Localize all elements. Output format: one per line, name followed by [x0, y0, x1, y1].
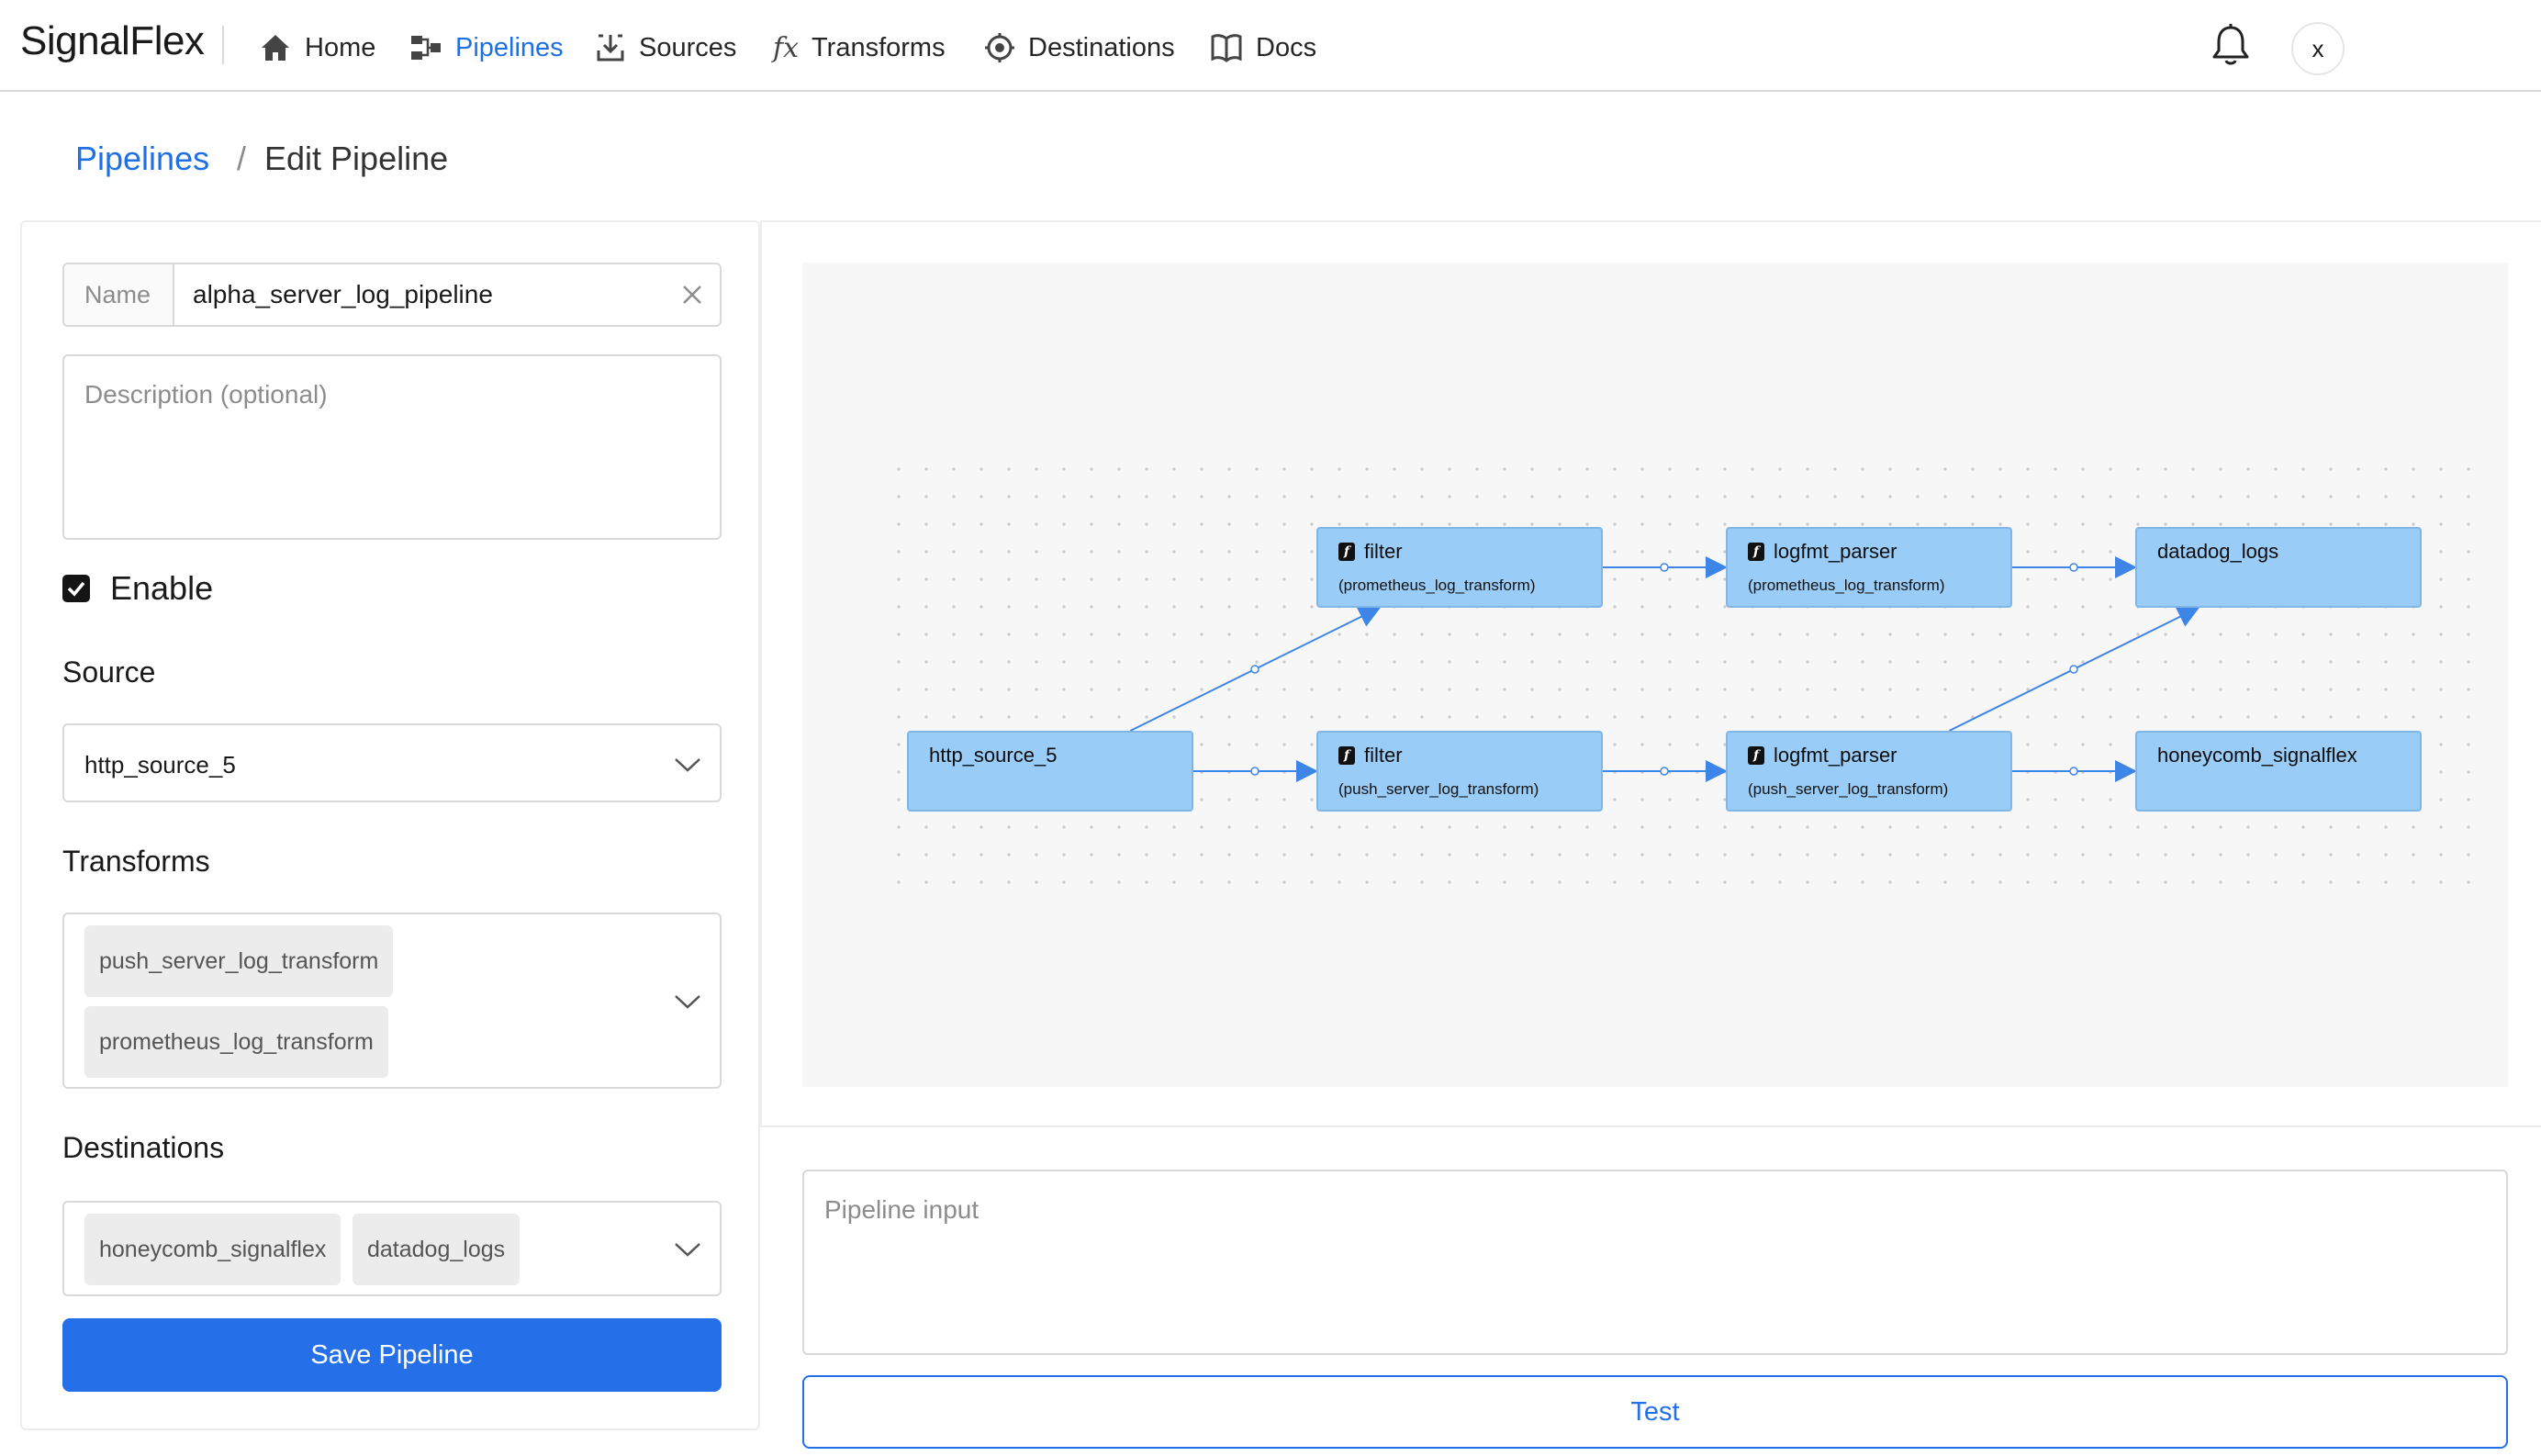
description-input[interactable]: [62, 354, 722, 540]
graph-node-logfmt-push[interactable]: f logfmt_parser (push_server_log_transfor…: [1726, 731, 2012, 812]
graph-edge-handle[interactable]: [1660, 767, 1669, 776]
bell-icon[interactable]: [2209, 22, 2253, 68]
breadcrumb-separator: /: [237, 140, 247, 177]
docs-icon: [1211, 34, 1242, 62]
nav-sources[interactable]: Sources: [595, 26, 736, 70]
graph-node-datadog-logs[interactable]: datadog_logs: [2135, 527, 2422, 608]
breadcrumb-current: Edit Pipeline: [264, 140, 449, 177]
top-nav-bar: SignalFlex Home Pipelines Sources fx Tra…: [0, 0, 2541, 92]
graph-node-source[interactable]: http_source_5: [907, 731, 1193, 812]
pipeline-input[interactable]: [802, 1170, 2508, 1355]
function-icon: f: [1748, 746, 1764, 765]
nav-pipelines[interactable]: Pipelines: [409, 26, 564, 70]
name-label: Name: [64, 264, 174, 325]
save-pipeline-button[interactable]: Save Pipeline: [62, 1318, 722, 1392]
transform-tag[interactable]: push_server_log_transform: [84, 925, 394, 997]
graph-node-honeycomb-signalflex[interactable]: honeycomb_signalflex: [2135, 731, 2422, 812]
graph-edge-handle[interactable]: [2069, 767, 2078, 776]
graph-node-logfmt-prometheus[interactable]: f logfmt_parser (prometheus_log_transform…: [1726, 527, 2012, 608]
node-title: logfmt_parser: [1774, 744, 1897, 767]
chevron-down-icon: [675, 995, 700, 1009]
graph-edges: [896, 455, 2493, 887]
destinations-label: Destinations: [62, 1131, 225, 1164]
graph-edge-handle[interactable]: [2069, 563, 2078, 572]
node-subtitle: (prometheus_log_transform): [1748, 577, 1945, 594]
destination-tag[interactable]: honeycomb_signalflex: [84, 1214, 341, 1285]
graph-edge-handle[interactable]: [2069, 665, 2078, 674]
nav-transforms[interactable]: fx Transforms: [773, 26, 946, 70]
node-title: datadog_logs: [2157, 540, 2279, 563]
function-icon: f: [1338, 746, 1355, 765]
node-title: filter: [1364, 744, 1403, 767]
test-button[interactable]: Test: [802, 1375, 2508, 1449]
avatar[interactable]: x: [2291, 22, 2345, 75]
home-icon: [262, 35, 289, 61]
source-select-value: http_source_5: [84, 751, 236, 778]
source-label: Source: [62, 655, 156, 689]
clear-icon[interactable]: [665, 264, 720, 325]
chevron-down-icon: [675, 758, 700, 772]
graph-edge-handle[interactable]: [1250, 665, 1259, 674]
destinations-icon: [985, 33, 1014, 62]
brand-logo[interactable]: SignalFlex: [20, 18, 205, 63]
name-field: Name: [62, 263, 722, 327]
nav-transforms-label: Transforms: [812, 32, 946, 62]
transforms-icon: fx: [773, 31, 800, 64]
transforms-select[interactable]: push_server_log_transform prometheus_log…: [62, 913, 722, 1089]
chevron-down-icon: [675, 1243, 700, 1257]
destinations-select[interactable]: honeycomb_signalflex datadog_logs: [62, 1201, 722, 1296]
nav-docs-label: Docs: [1256, 32, 1317, 62]
name-input[interactable]: [174, 264, 665, 325]
node-title: honeycomb_signalflex: [2157, 744, 2357, 767]
function-icon: f: [1338, 543, 1355, 561]
nav-home-label: Home: [305, 32, 376, 62]
nav-destinations[interactable]: Destinations: [984, 26, 1175, 70]
graph-edge-handle[interactable]: [1660, 563, 1669, 572]
nav-home[interactable]: Home: [259, 26, 375, 70]
pipeline-form-panel: Name Enable Source http_source_5 Transfo…: [20, 220, 760, 1430]
nav-docs[interactable]: Docs: [1210, 26, 1316, 70]
source-select[interactable]: http_source_5: [62, 723, 722, 802]
brand-divider: [222, 26, 224, 64]
node-title: filter: [1364, 540, 1403, 563]
destination-tag[interactable]: datadog_logs: [353, 1214, 521, 1285]
node-title: logfmt_parser: [1774, 540, 1897, 563]
transform-tag[interactable]: prometheus_log_transform: [84, 1006, 388, 1078]
graph-edge-handle[interactable]: [1250, 767, 1259, 776]
transforms-label: Transforms: [62, 845, 210, 878]
node-title: http_source_5: [929, 744, 1058, 767]
nav-destinations-label: Destinations: [1028, 32, 1175, 62]
node-subtitle: (push_server_log_transform): [1338, 780, 1539, 798]
nav-sources-label: Sources: [639, 32, 737, 62]
node-subtitle: (prometheus_log_transform): [1338, 577, 1536, 594]
enable-checkbox[interactable]: Enable: [62, 569, 213, 608]
checkbox-checked-icon[interactable]: [62, 575, 90, 602]
node-subtitle: (push_server_log_transform): [1748, 780, 1949, 798]
enable-label: Enable: [110, 569, 214, 607]
sources-icon: [597, 34, 624, 62]
breadcrumb-pipelines-link[interactable]: Pipelines: [75, 140, 210, 177]
pipelines-icon: [411, 36, 441, 60]
nav-pipelines-label: Pipelines: [455, 32, 564, 62]
function-icon: f: [1748, 543, 1764, 561]
